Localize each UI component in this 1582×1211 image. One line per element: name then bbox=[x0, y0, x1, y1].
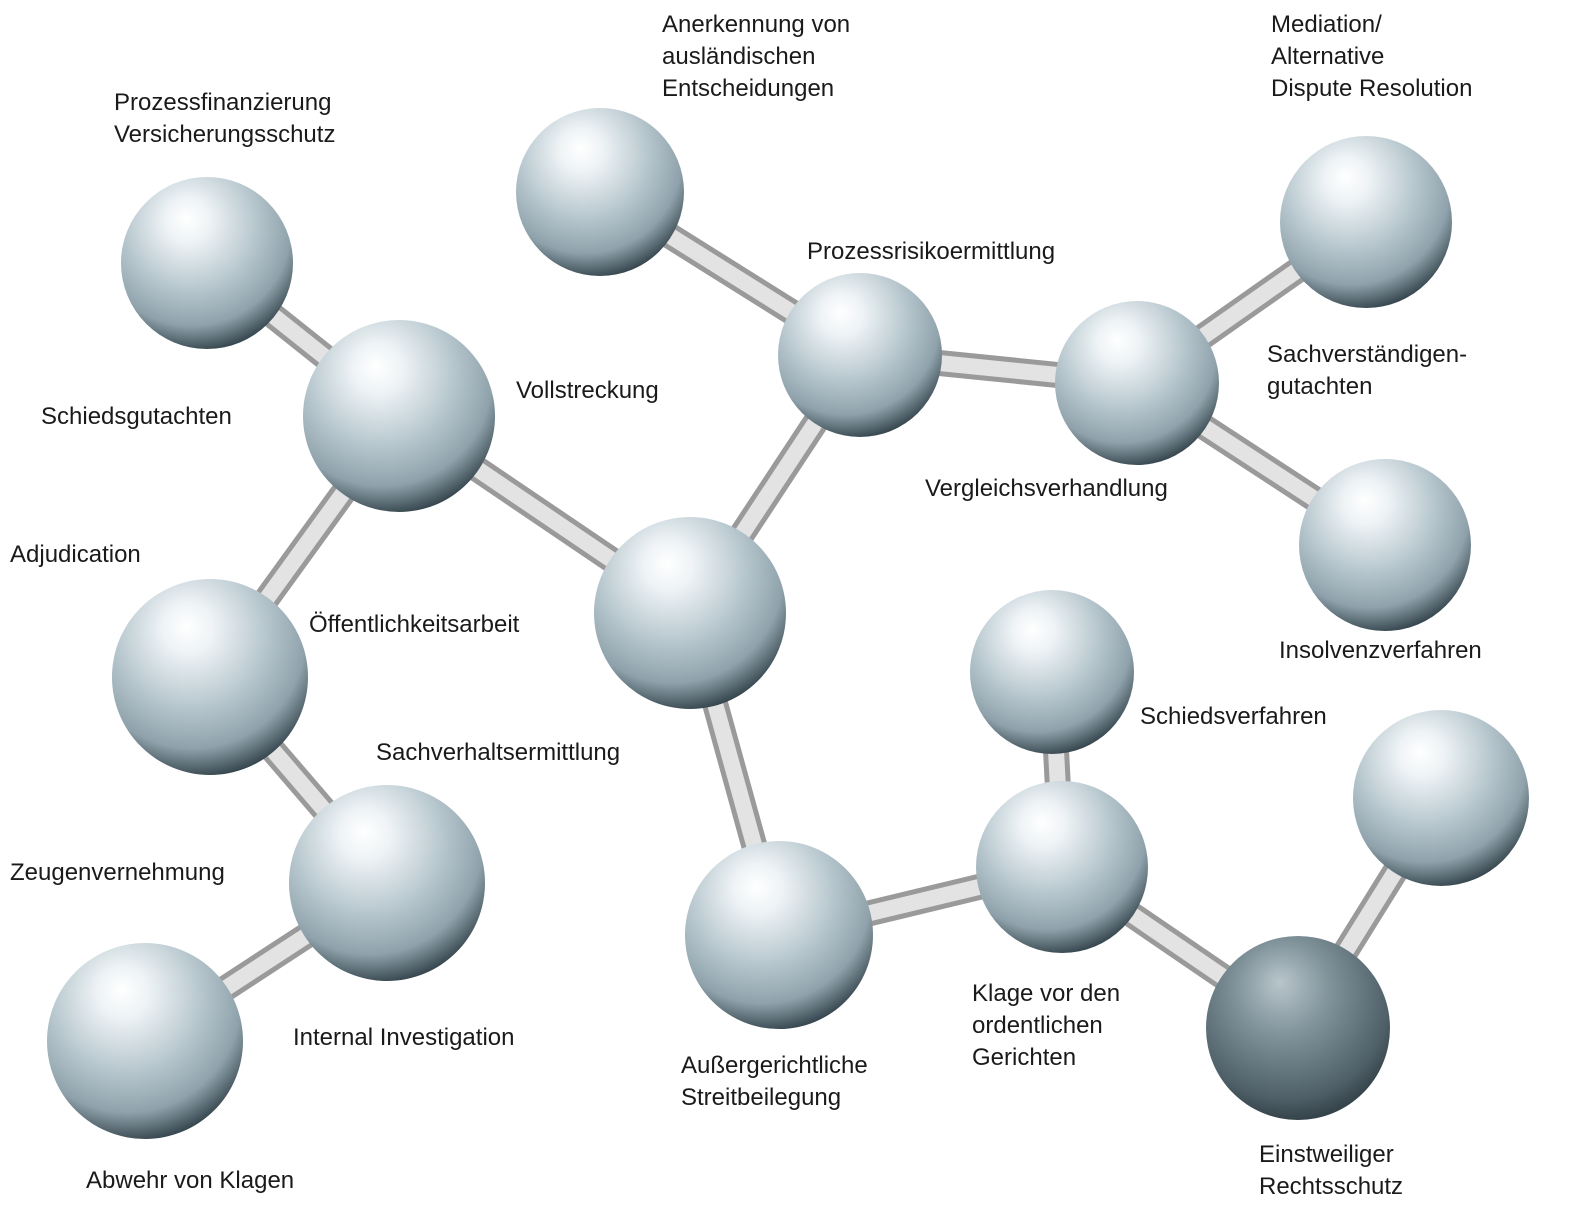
label-anerkennung: Anerkennung von ausländischen Entscheidu… bbox=[662, 11, 851, 102]
label-adjudication: Adjudication bbox=[10, 541, 141, 568]
atom bbox=[778, 273, 942, 437]
label-sachverhalt: Sachverhaltsermittlung bbox=[376, 739, 621, 766]
label-klage: Klage vor den ordentlichen Gerichten bbox=[972, 980, 1121, 1071]
atom bbox=[303, 320, 495, 512]
label-prozessfinanzierung: Prozessfinanzierung Versicherungsschutz bbox=[114, 89, 336, 148]
atom bbox=[121, 177, 293, 349]
label-einstweilig: Einstweiliger Rechtsschutz bbox=[1259, 1141, 1404, 1200]
atom bbox=[289, 785, 485, 981]
atom bbox=[516, 108, 684, 276]
label-prozessrisiko: Prozessrisikoermittlung bbox=[807, 238, 1056, 265]
atom bbox=[1353, 710, 1529, 886]
atom bbox=[112, 579, 308, 775]
atom bbox=[594, 517, 786, 709]
label-oeffentlichkeit: Öffentlichkeitsarbeit bbox=[309, 611, 520, 638]
label-abwehr: Abwehr von Klagen bbox=[86, 1167, 295, 1194]
atom-dark bbox=[1206, 936, 1390, 1120]
label-zeugen: Zeugenvernehmung bbox=[10, 859, 225, 886]
atom bbox=[1055, 301, 1219, 465]
label-vollstreckung: Vollstreckung bbox=[516, 377, 659, 404]
atom bbox=[685, 841, 873, 1029]
label-aussergerichtlich: Außergerichtliche Streitbeilegung bbox=[681, 1052, 868, 1111]
label-insolvenz: Insolvenzverfahren bbox=[1279, 637, 1482, 664]
label-internal: Internal Investigation bbox=[293, 1024, 515, 1051]
atoms bbox=[47, 108, 1529, 1139]
atom bbox=[47, 943, 243, 1139]
atom bbox=[976, 781, 1148, 953]
atom bbox=[1299, 459, 1471, 631]
atom bbox=[970, 590, 1134, 754]
atom bbox=[1280, 136, 1452, 308]
label-sachverstaendigen: Sachverständigen- gutachten bbox=[1267, 341, 1468, 400]
label-schiedsgutachten: Schiedsgutachten bbox=[41, 403, 232, 430]
label-mediation: Mediation/ Alternative Dispute Resolutio… bbox=[1271, 11, 1473, 102]
label-vergleich: Vergleichsverhandlung bbox=[925, 475, 1168, 502]
label-schiedsverfahren: Schiedsverfahren bbox=[1140, 703, 1327, 730]
